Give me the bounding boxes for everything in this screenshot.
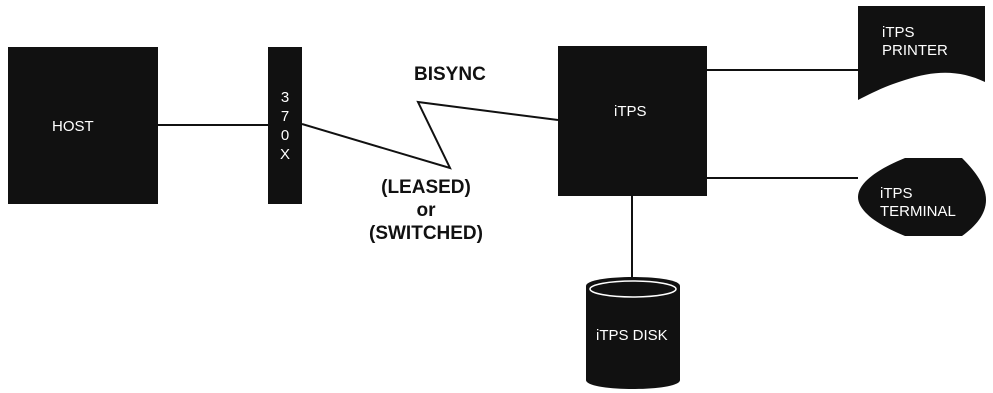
- controller-label-char: 7: [280, 108, 290, 125]
- controller-label-char: X: [279, 146, 290, 163]
- protocol-label: BISYNC: [414, 64, 486, 85]
- link-mode-labels: (LEASED) or (SWITCHED): [346, 176, 506, 245]
- controller-label: 3 7 0 X: [275, 88, 295, 164]
- printer-label-line1: iTPS: [882, 24, 915, 41]
- terminal-label-line2: TERMINAL: [880, 203, 956, 220]
- bisync-link-zigzag: [301, 100, 559, 170]
- controller-label-char: 3: [280, 89, 290, 106]
- printer-shape: [858, 6, 985, 100]
- disk-shape: [586, 277, 680, 389]
- terminal-label-line1: iTPS: [880, 185, 913, 202]
- disk-label: iTPS DISK: [596, 327, 668, 344]
- host-label: HOST: [52, 118, 94, 135]
- itps-label: iTPS: [614, 103, 647, 120]
- controller-label-char: 0: [280, 127, 290, 144]
- link-mode-line: (LEASED): [381, 177, 471, 198]
- printer-label-line2: PRINTER: [882, 42, 948, 59]
- host-box: [8, 47, 158, 204]
- disk-top-rim: [589, 280, 677, 298]
- terminal-shape: [858, 158, 986, 236]
- controller-box: [268, 47, 302, 204]
- link-mode-line: or: [416, 200, 436, 221]
- link-mode-line: (SWITCHED): [369, 223, 483, 244]
- itps-box: [558, 46, 707, 196]
